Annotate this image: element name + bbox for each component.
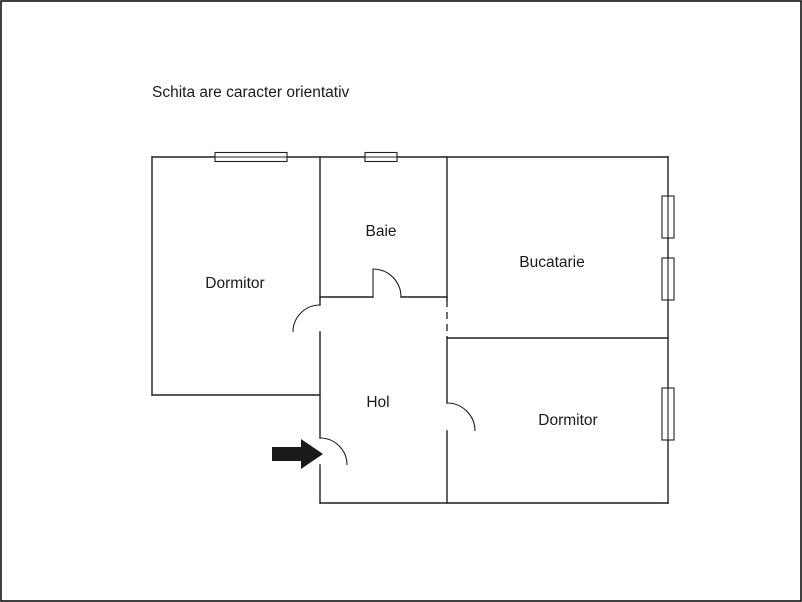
entrance-arrow-icon	[272, 439, 323, 469]
disclaimer-text: Schita are caracter orientativ	[152, 84, 350, 101]
window-icon-dormitor-right-1	[661, 387, 675, 441]
door-swing-icon-dormitor-left	[292, 304, 321, 333]
room-label-dormitor-left: Dormitor	[205, 275, 264, 292]
room-label-baie: Baie	[365, 223, 396, 240]
window-icon-dormitor-left-top	[214, 151, 288, 163]
window-icons	[214, 151, 675, 441]
window-icon-baie-top	[364, 151, 398, 163]
window-icon-bucatarie-right-2	[661, 257, 675, 301]
room-label-hol: Hol	[366, 394, 389, 411]
door-swing-icon-baie	[372, 268, 402, 298]
room-label-bucatarie: Bucatarie	[519, 254, 584, 271]
room-label-dormitor-right: Dormitor	[538, 412, 597, 429]
window-icon-bucatarie-right-1	[661, 195, 675, 239]
door-swing-icon-entrance	[319, 437, 348, 466]
walls	[151, 156, 669, 504]
door-swing-icons	[292, 268, 476, 466]
door-swing-icon-dormitor-right	[446, 402, 476, 432]
